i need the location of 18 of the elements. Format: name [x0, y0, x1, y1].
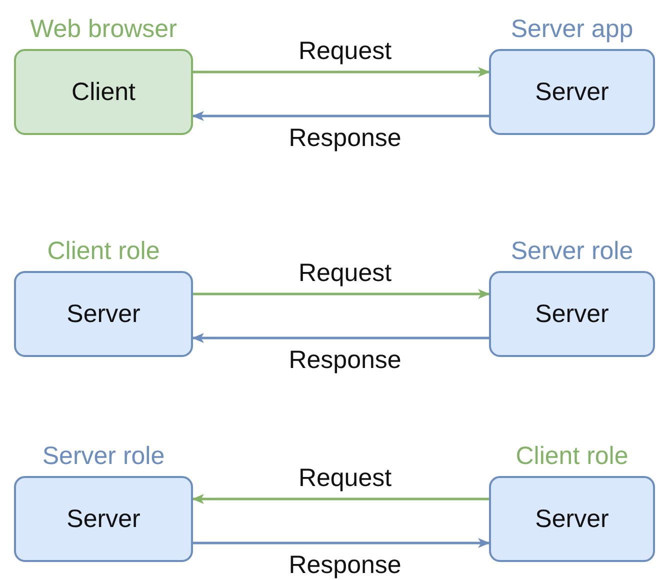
arrow: [192, 333, 489, 343]
arrow: [192, 494, 489, 504]
process-box: Client: [14, 49, 193, 135]
process-box: Server: [489, 271, 655, 357]
process-box: Server: [14, 476, 193, 562]
process-box: Server: [489, 476, 655, 562]
role-heading: Client role: [516, 441, 628, 472]
role-heading: Server role: [42, 441, 165, 472]
process-box: Server: [14, 271, 193, 357]
arrow: [193, 289, 490, 299]
role-heading: Server app: [510, 14, 634, 45]
arrow: [192, 111, 489, 121]
role-heading: Client role: [47, 236, 160, 267]
role-heading: Server role: [510, 236, 634, 267]
arrow: [193, 538, 490, 548]
role-heading: Web browser: [30, 14, 177, 45]
process-box: Server: [489, 49, 655, 135]
arrow: [193, 67, 490, 77]
